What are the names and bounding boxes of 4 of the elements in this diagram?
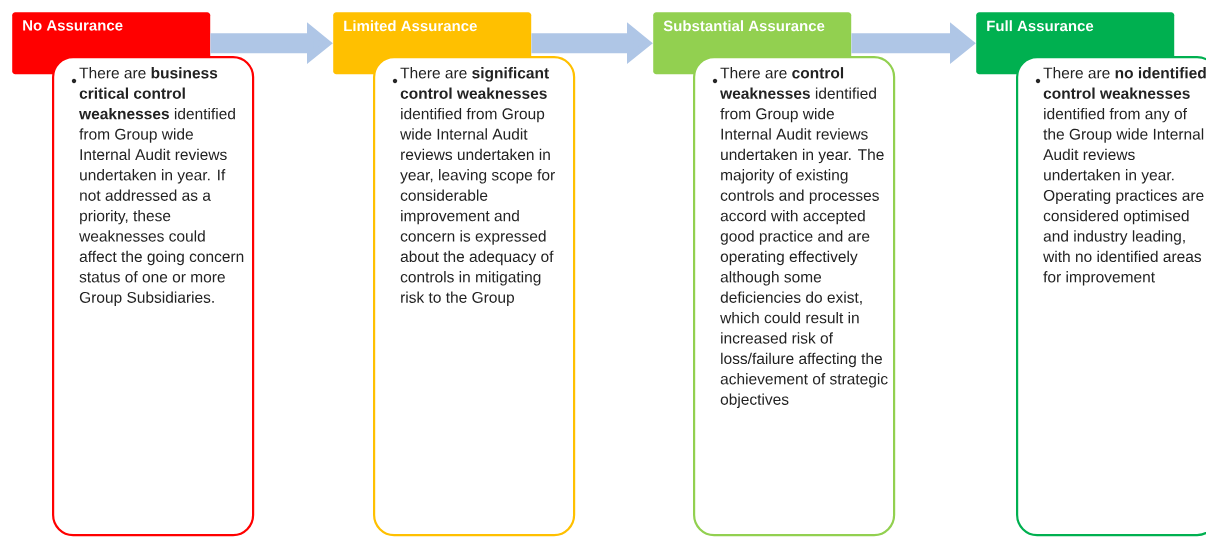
description-box: There are no identified control weaknesses identified from any of the Group wide Internal Audit reviews undertaken in year. Operating practices are considered optimised and industry leading, with no identified areas for improvement — [1016, 56, 1206, 537]
description-box: There are significant control weaknesses identified from Group wide Internal Audit reviews undertaken in year, leaving scope for considerable improvement and concern is expressed about the adequacy of controls in mitigating risk to the Group — [373, 56, 576, 537]
description-box: There are business critical control weaknesses identified from Group wide Internal Audit reviews undertaken in year. If not addressed as a priority, these weaknesses could affect the going concern status of one or more Group Subsidiaries. — [52, 56, 255, 537]
description-box: There are control weaknesses identified from Group wide Internal Audit reviews undertaken in year. The majority of existing controls and processes accord with accepted good practice and are operating effectively although some deficiencies do exist, which could result in increased risk of loss/failure affecting the achievement of strategic objectives — [693, 56, 896, 537]
